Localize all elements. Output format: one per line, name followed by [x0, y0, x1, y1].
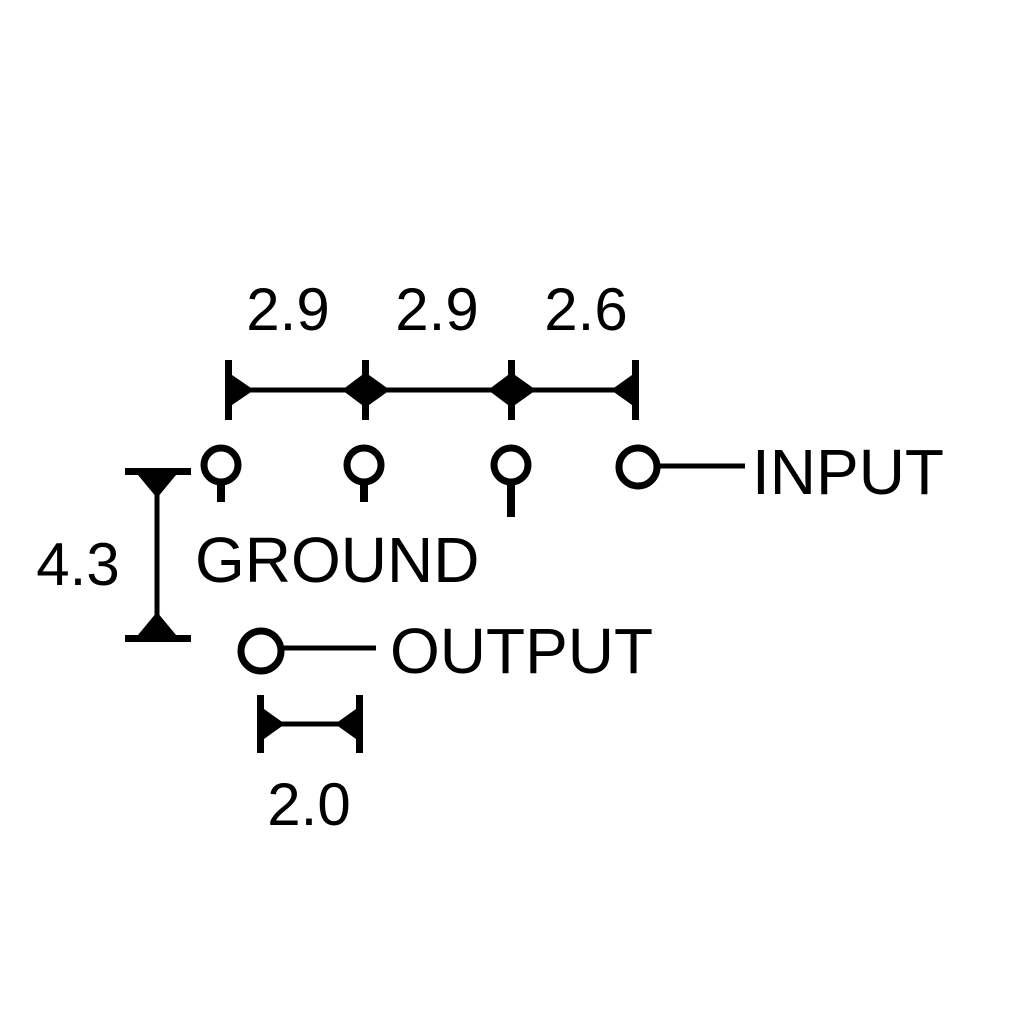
bottom-dimension-line: [257, 695, 363, 753]
output-label: OUTPUT: [390, 615, 653, 687]
arrow-head: [335, 709, 356, 739]
input-pin: [615, 444, 745, 490]
arrow-head: [232, 375, 254, 405]
vertical-dimension-line: [125, 468, 191, 642]
arrow-head: [138, 612, 176, 635]
dimension-label-pin-spacing-2: 2.9: [395, 276, 478, 343]
top-pin-row: [200, 444, 745, 517]
dimension-label-pin-spacing-3: 2.6: [544, 276, 627, 343]
arrow-head: [342, 375, 362, 405]
arrow-head: [369, 375, 390, 405]
arrow-head: [515, 375, 536, 405]
dimension-tick: [125, 468, 191, 475]
dimension-tick: [362, 360, 369, 420]
ground-pin-2: [343, 444, 385, 502]
dimension-tick: [632, 360, 639, 420]
dimension-tick: [356, 695, 363, 753]
output-pin: [237, 627, 376, 675]
input-label: INPUT: [752, 436, 944, 508]
arrow-head: [488, 375, 508, 405]
dimension-label-output-lead: 2.0: [267, 771, 350, 838]
dimension-label-pin-spacing-1: 2.9: [246, 276, 329, 343]
ground-pin-3: [490, 444, 532, 517]
top-dimension-line: [225, 360, 639, 420]
dimension-tick: [257, 695, 264, 753]
dimension-tick: [225, 360, 232, 420]
arrow-head: [611, 375, 632, 405]
dimension-label-row-offset: 4.3: [36, 531, 119, 598]
dimension-tick: [508, 360, 515, 420]
dimension-tick: [125, 635, 191, 642]
ground-label: GROUND: [195, 524, 479, 596]
ground-pin-1: [200, 444, 242, 502]
